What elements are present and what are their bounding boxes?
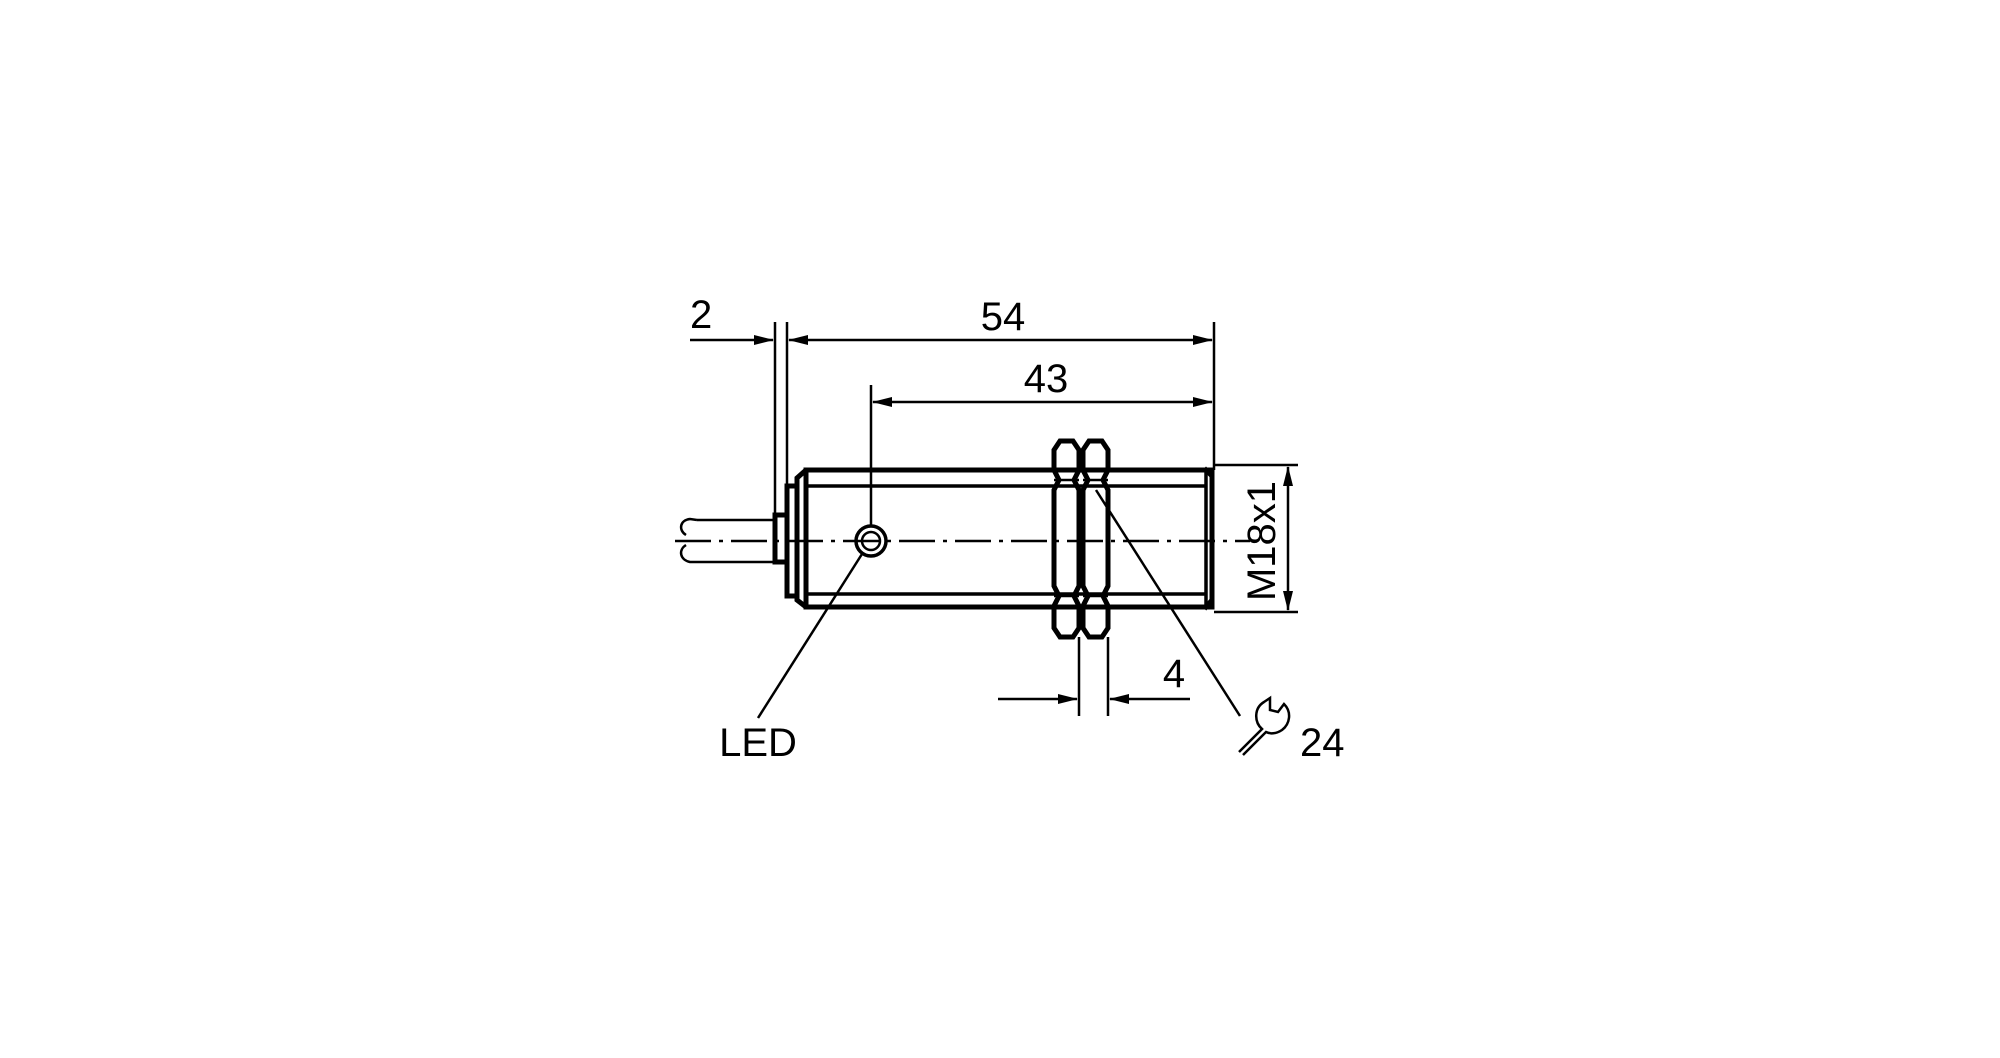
sensor-housing [794, 466, 1215, 611]
wrench-callout: 24 [1094, 489, 1345, 765]
dim-led-to-face: 43 [872, 357, 1213, 407]
extension-lines [773, 322, 1298, 716]
led-label: LED [719, 721, 797, 765]
lock-nut-1 [1051, 438, 1082, 640]
wrench-icon [1238, 695, 1291, 756]
dim-led-to-face-label: 43 [1024, 357, 1069, 401]
dim-nut-thickness-label: 4 [1163, 652, 1185, 696]
dim-thread-label: M18x1 [1240, 481, 1284, 601]
dim-overall-length: 54 [788, 295, 1213, 345]
led-callout: LED [719, 553, 864, 765]
dim-thread: M18x1 [1240, 466, 1293, 611]
dim-nut-thickness: 4 [998, 652, 1190, 704]
lock-nut-2 [1080, 438, 1111, 640]
cable [679, 517, 775, 564]
dim-flange-thickness-label: 2 [690, 293, 712, 337]
wrench-size-label: 24 [1300, 721, 1345, 765]
dim-overall-length-label: 54 [981, 295, 1026, 339]
dim-flange-thickness: 2 [690, 293, 774, 345]
